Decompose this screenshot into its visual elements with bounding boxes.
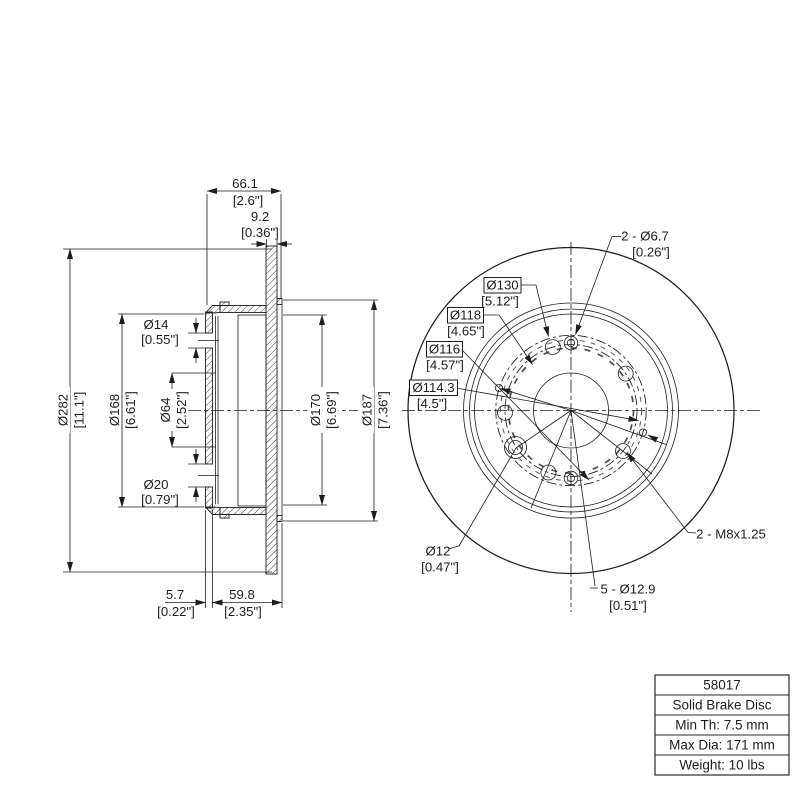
label-d118: Ø118 [4.65"] [447, 307, 485, 339]
svg-text:Ø282: Ø282 [56, 394, 71, 426]
svg-text:[2.52"]: [2.52"] [174, 391, 189, 429]
title-block: 58017 Solid Brake Disc Min Th: 7.5 mm Ma… [654, 674, 790, 776]
svg-text:Ø64: Ø64 [158, 398, 173, 423]
label-d12-inch: [0.47"] [421, 560, 459, 575]
dim-bore-metric: Ø64 [157, 389, 173, 431]
svg-text:Ø168: Ø168 [107, 394, 122, 426]
set-screw-hole-inner [566, 338, 576, 348]
dim-hat-depth-inch: [2.35"] [224, 604, 262, 619]
part-number: 58017 [703, 678, 741, 693]
front-holes [494, 335, 648, 486]
section-view: Ø282 [11.1"] Ø168 [6.61"] Ø64 [2.52"] Ø1… [55, 176, 391, 619]
d12-hole-chamfer [504, 436, 527, 459]
svg-text:[7.36"]: [7.36"] [376, 391, 391, 429]
label-holes67: 2 - Ø6.7 [621, 229, 669, 244]
lug-hole [544, 339, 561, 356]
dim-outer-dia-metric: Ø282 [55, 387, 71, 433]
label-d114-3-inch: [4.5"] [417, 396, 447, 411]
label-d12: Ø12 [426, 544, 451, 559]
front-view: Ø130 [5.12"] Ø118 [4.65"] Ø116 [4.57"] Ø… [402, 229, 766, 613]
dim-disc-thickness-inch: [0.36"] [241, 225, 279, 240]
dim-hat-depth-metric: 59.8 [229, 587, 255, 602]
set-screw-hole [563, 470, 579, 486]
dim-disc-thickness-metric: 9.2 [251, 209, 269, 224]
dim-hat-dia-inch: [6.61"] [122, 387, 138, 433]
pin-hole-circle [495, 334, 647, 487]
weight: Weight: 10 lbs [679, 758, 765, 773]
svg-text:Ø114.3: Ø114.3 [412, 380, 454, 395]
dim-outer-dia-inch: [11.1"] [71, 387, 87, 433]
bolt-circle [504, 344, 638, 477]
hidden-circle-inner [507, 347, 635, 474]
svg-text:[6.61"]: [6.61"] [123, 391, 138, 429]
svg-text:Ø187: Ø187 [360, 394, 375, 426]
svg-text:Ø130: Ø130 [486, 278, 518, 293]
dim-drum-outer-metric: Ø187 [359, 387, 375, 433]
dim-wall-metric: 5.7 [166, 587, 184, 602]
dim-drum-inner-inch: [6.69"] [323, 387, 339, 433]
lug-hole [615, 443, 631, 460]
front-leader-lines [455, 236, 697, 589]
lug-hole [497, 404, 513, 421]
d12-hole [508, 440, 523, 455]
dim-hat-dia-metric: Ø168 [106, 387, 122, 433]
section-interior-lines [198, 304, 283, 516]
label-d130-inch: [5.12"] [481, 294, 519, 309]
dim-bore-inch: [2.52"] [173, 387, 189, 433]
dim-hole20-metric: Ø20 [144, 477, 169, 492]
svg-text:Ø116: Ø116 [429, 342, 460, 357]
label-d114-3: Ø114.3 [4.5"] [409, 379, 458, 411]
label-d116: Ø116 [4.57"] [426, 341, 464, 373]
dim-drum-outer-inch: [7.36"] [375, 387, 391, 433]
front-circles [407, 246, 735, 575]
label-holes67-inch: [0.26"] [632, 245, 670, 260]
label-holes129: 5 - Ø12.9 [601, 582, 656, 597]
max-diameter: Max Dia: 171 mm [669, 738, 775, 753]
label-holes129-inch: [0.51"] [609, 598, 647, 613]
svg-text:Ø118: Ø118 [450, 308, 481, 323]
dim-overall-width-metric: 66.1 [232, 176, 258, 191]
dim-hole20-inch: [0.79"] [141, 492, 179, 507]
min-thickness: Min Th: 7.5 mm [675, 718, 769, 733]
label-d116-inch: [4.57"] [426, 358, 464, 373]
dim-drum-inner-metric: Ø170 [307, 387, 323, 433]
label-m8: 2 - M8x1.25 [696, 527, 766, 542]
hidden-circle-outer [500, 339, 642, 482]
dim-overall-width-inch: [2.6"] [233, 193, 263, 208]
small-pin-hole [494, 383, 503, 392]
svg-text:[6.69"]: [6.69"] [324, 391, 339, 429]
label-d12-tick [448, 545, 461, 550]
label-d130: Ø130 [5.12"] [481, 277, 522, 309]
lug-hole [617, 365, 634, 382]
part-type: Solid Brake Disc [672, 698, 771, 713]
dim-hole14-metric: Ø14 [144, 317, 169, 332]
dim-hole14-inch: [0.55"] [141, 332, 179, 347]
set-screw-hole [563, 335, 579, 351]
set-screw-hole-inner [566, 473, 576, 483]
svg-text:[11.1"]: [11.1"] [72, 392, 87, 429]
section-extension-lines [63, 194, 378, 608]
dim-wall-inch: [0.22"] [157, 604, 195, 619]
label-d118-inch: [4.65"] [447, 324, 485, 339]
svg-text:Ø170: Ø170 [308, 394, 323, 426]
